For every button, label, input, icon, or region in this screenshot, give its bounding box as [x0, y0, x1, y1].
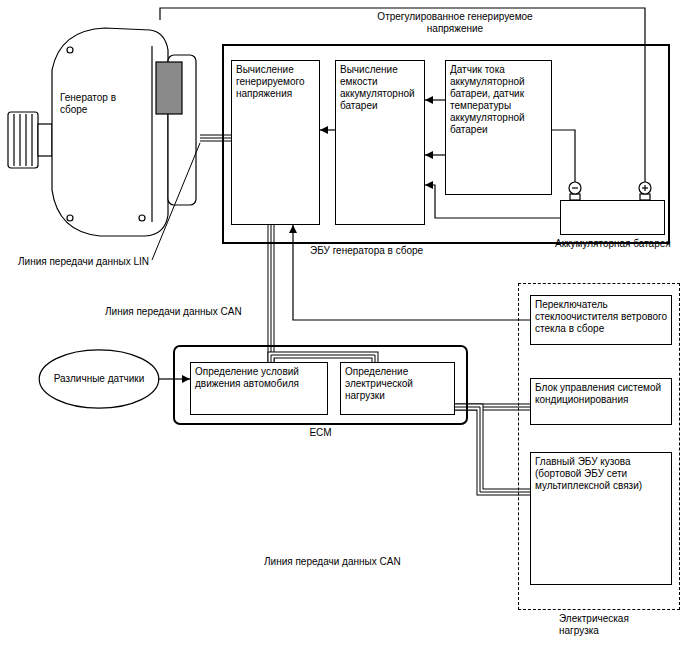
- control-box: Главный ЭБУ кузова (бортовой ЭБУ сети му…: [530, 452, 672, 585]
- generator: Генератор в сборе: [5, 20, 200, 240]
- leader-line: [152, 143, 200, 260]
- switch-box: Переключатель стеклоочистителя ветрового…: [530, 295, 672, 345]
- node-text: Различные датчики: [40, 373, 158, 385]
- sensor-box: Датчик тока аккумуляторной батареи, датч…: [445, 60, 552, 195]
- control-box: Блок управления системой кондиционирован…: [530, 378, 672, 425]
- ecm-box: ECMОпределение условий движения автомоби…: [173, 345, 468, 425]
- generator-drawing: [8, 28, 196, 236]
- battery: Аккумуляторная батарея: [560, 200, 665, 235]
- node-text: Определение электрической нагрузки: [345, 366, 450, 402]
- process-box: Вычисление емкости аккумуляторной батаре…: [335, 60, 425, 225]
- node-text: Электрическая нагрузка: [559, 613, 654, 637]
- connector: [425, 155, 445, 156]
- data-bus-line: [271, 355, 375, 362]
- connector: [425, 100, 445, 101]
- node-text: Блок управления системой кондиционирован…: [535, 382, 667, 406]
- connector: [552, 130, 575, 182]
- node-text: Переключатель стеклоочистителя ветрового…: [535, 299, 667, 335]
- node-text: Вычисление емкости аккумуляторной батаре…: [340, 64, 420, 112]
- node-text: Аккумуляторная батарея: [555, 238, 671, 250]
- process-box: Определение условий движения автомобиля: [190, 362, 328, 415]
- edge-label: Линия передачи данных CAN: [103, 306, 244, 318]
- edge-label: Линия передачи данных CAN: [262, 556, 403, 568]
- node-text: ECM: [175, 427, 466, 439]
- connector: [320, 130, 335, 131]
- node-text: ЭБУ генератора в сборе: [310, 245, 423, 257]
- node-text: Датчик тока аккумуляторной батареи, датч…: [450, 64, 547, 136]
- battery-terminals: [569, 182, 651, 200]
- data-bus-line: [271, 225, 272, 362]
- node-text: Генератор в сборе: [60, 92, 140, 116]
- edge-label: Отрегулированное генерируемое напряжение: [368, 11, 542, 35]
- process-box: Вычисление генерируемого напряжения: [231, 60, 320, 225]
- load-group: Электрическая нагрузкаПереключатель стек…: [518, 283, 680, 610]
- node-text: Вычисление генерируемого напряжения: [236, 64, 315, 100]
- node-text: Главный ЭБУ кузова (бортовой ЭБУ сети му…: [535, 456, 667, 492]
- callout-label: Линия передачи данных LIN: [16, 256, 151, 268]
- data-bus-line: [200, 138, 231, 139]
- node-text: Определение условий движения автомобиля: [195, 366, 323, 390]
- process-box: Определение электрической нагрузки: [340, 362, 455, 415]
- sensor-ellipse: Различные датчики: [38, 348, 160, 410]
- connector: [293, 225, 530, 320]
